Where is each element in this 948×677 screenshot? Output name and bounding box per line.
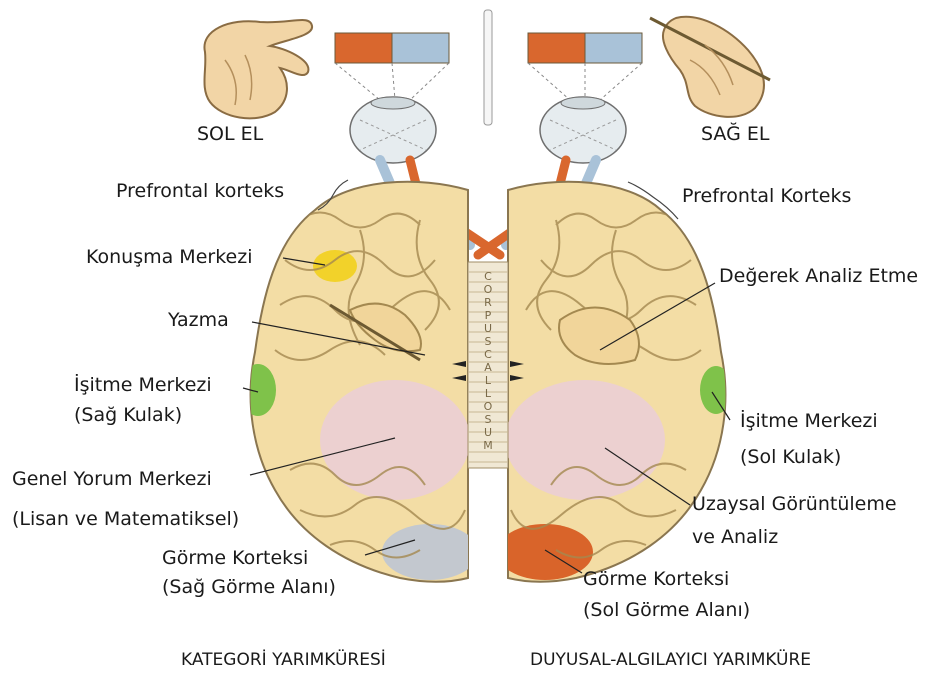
left-hemisphere-caption: KATEGORİ YARIMKÜRESİ [181,650,386,670]
field-orange-left [335,33,392,63]
visual-cortex-left [382,524,478,580]
midline-divider [484,10,492,125]
spatial-label-2: ve Analiz [692,526,778,549]
general-interp-label-2: (Lisan ve Matematiksel) [12,508,239,531]
spatial-label-1: Uzaysal Görüntüleme [692,493,897,516]
right-eye [540,97,626,163]
right-hand-label: SAĞ EL [701,123,769,146]
visual-left-label-1: Görme Korteksi [162,547,308,570]
speech-center-label: Konuşma Merkezi [86,246,252,269]
left-hand-icon [204,20,312,118]
prefrontal-left-label: Prefrontal korteks [116,180,284,203]
visual-cortex-right [497,524,593,580]
right-hand-icon [650,17,770,117]
field-orange-right [528,33,585,63]
hearing-right-label-1: İşitme Merkezi [740,410,878,433]
visual-left-label-2: (Sağ Görme Alanı) [162,576,336,599]
prefrontal-right-label: Prefrontal Korteks [682,185,851,208]
left-hemisphere [240,182,478,582]
analysis-label: Değerek Analiz Etme [719,265,918,288]
left-eye [350,97,436,163]
visual-right-label-2: (Sol Görme Alanı) [583,599,750,622]
field-blue-right [585,33,642,63]
speech-center-area [313,250,357,282]
hearing-left-label-1: İşitme Merkezi [74,374,212,397]
general-interp-label-1: Genel Yorum Merkezi [12,468,212,491]
visual-right-label-1: Görme Korteksi [583,568,729,591]
hearing-right-label-2: (Sol Kulak) [740,446,841,469]
writing-label: Yazma [168,309,229,332]
interpretation-area-right [505,380,665,500]
left-hand-label: SOL EL [197,123,263,146]
hearing-area-right [700,366,732,414]
right-hemisphere [497,182,732,582]
right-hemisphere-caption: DUYUSAL-ALGILAYICI YARIMKÜRE [530,650,811,670]
hearing-area-left [240,364,276,416]
hearing-left-label-2: (Sağ Kulak) [74,404,182,427]
left-visual-field [335,33,449,100]
field-blue-left [392,33,449,63]
right-visual-field [528,33,642,100]
